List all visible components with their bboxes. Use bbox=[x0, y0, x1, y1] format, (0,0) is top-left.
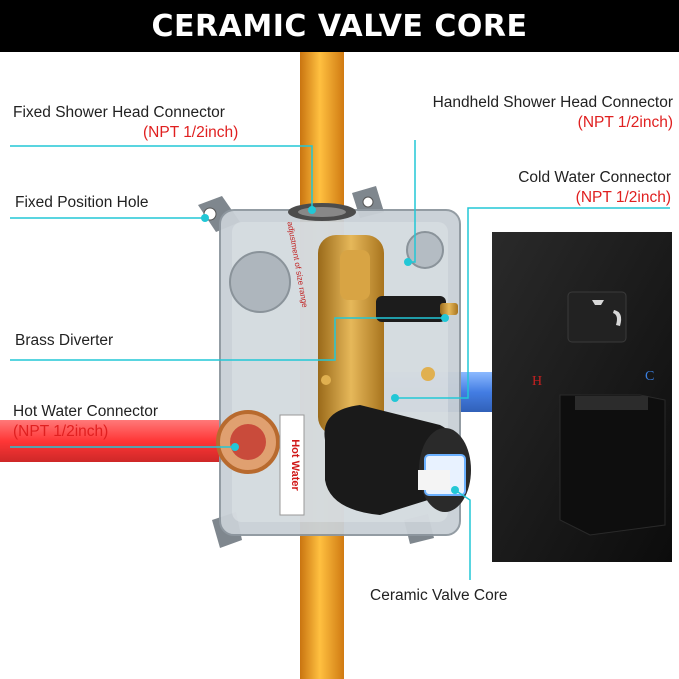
handheld-head-label: Handheld Shower Head Connector bbox=[432, 94, 673, 111]
title-banner: CERAMIC VALVE CORE bbox=[0, 0, 679, 52]
hot-water-connector bbox=[216, 410, 280, 474]
cold-water-spec: (NPT 1/2inch) bbox=[575, 189, 671, 206]
hot-water-pipe bbox=[0, 420, 245, 462]
page-title: CERAMIC VALVE CORE bbox=[151, 8, 528, 44]
hot-water-sticker: Hot Water bbox=[289, 439, 301, 491]
fixed-hole-label: Fixed Position Hole bbox=[15, 194, 149, 211]
hot-water-spec: (NPT 1/2inch) bbox=[13, 423, 109, 440]
ceramic-valve-core bbox=[324, 405, 471, 515]
trim-cold-mark: C bbox=[645, 369, 654, 384]
shower-head-icon bbox=[592, 300, 604, 305]
handheld-head-spec: (NPT 1/2inch) bbox=[577, 114, 673, 131]
cold-water-label: Cold Water Connector bbox=[518, 169, 671, 186]
handheld-shower-icon bbox=[613, 310, 622, 326]
brass-diverter bbox=[376, 296, 458, 322]
trim-plate bbox=[492, 232, 672, 562]
ceramic-core-label: Ceramic Valve Core bbox=[370, 587, 508, 604]
trim-hot-mark: H bbox=[532, 374, 542, 389]
fixed-head-spec: (NPT 1/2inch) bbox=[143, 124, 239, 141]
leader-lines bbox=[10, 140, 670, 580]
fixed-head-label: Fixed Shower Head Connector bbox=[13, 104, 225, 121]
brass-diverter-label: Brass Diverter bbox=[15, 332, 114, 349]
hot-water-label: Hot Water Connector bbox=[13, 403, 159, 420]
